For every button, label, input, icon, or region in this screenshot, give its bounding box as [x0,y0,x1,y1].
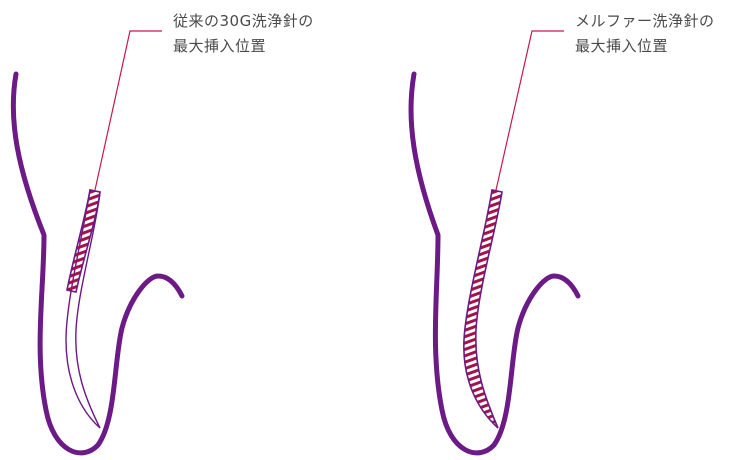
caption-line-2: 最大挿入位置 [173,37,267,55]
conventional-needle-illustration [10,30,185,456]
caption-line-1: 従来の30G洗浄針の [173,12,314,30]
needle-inserted-section [66,189,101,293]
root-canal-outline [10,71,185,456]
leader-line [94,30,162,191]
leader-line [495,30,564,191]
caption-line-2: 最大挿入位置 [575,37,669,55]
caption-conventional: 従来の30G洗浄針の 最大挿入位置 [173,9,314,59]
melfer-needle-illustration [408,30,581,456]
panel-conventional-needle: 従来の30G洗浄針の 最大挿入位置 [0,0,368,460]
caption-line-1: メルファー洗浄針の [575,12,715,30]
root-canal-outline [408,71,581,456]
panel-melfer-needle: メルファー洗浄針の 最大挿入位置 [368,0,736,460]
needle-inserted-section [463,189,503,429]
caption-melfer: メルファー洗浄針の 最大挿入位置 [575,9,715,59]
